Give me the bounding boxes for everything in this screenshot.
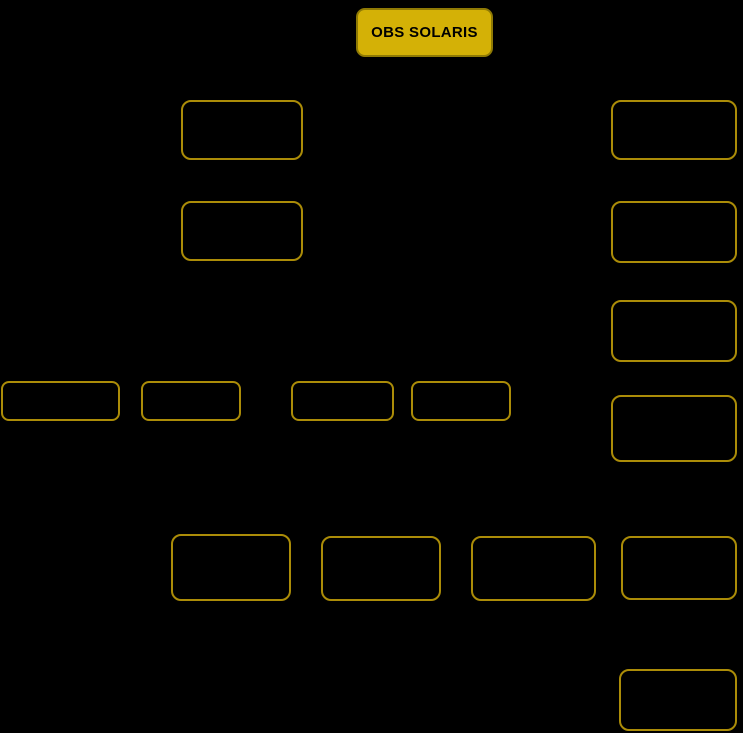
- node-box-bottom-3: [471, 536, 596, 601]
- node-box-left-1: [181, 100, 303, 160]
- node-box-bottom-2: [321, 536, 441, 601]
- node-box-bottom-1: [171, 534, 291, 601]
- node-box-right-4: [611, 395, 737, 462]
- node-box-mid-3: [291, 381, 394, 421]
- node-box-left-2: [181, 201, 303, 261]
- node-box-mid-4: [411, 381, 511, 421]
- node-box-bottom-right: [619, 669, 737, 731]
- node-box-mid-2: [141, 381, 241, 421]
- root-node-label: OBS SOLARIS: [371, 24, 478, 41]
- node-box-right-2: [611, 201, 737, 263]
- node-box-mid-1: [1, 381, 120, 421]
- node-box-right-3: [611, 300, 737, 362]
- node-box-right-1: [611, 100, 737, 160]
- root-node: OBS SOLARIS: [356, 8, 493, 57]
- node-box-bottom-4: [621, 536, 737, 600]
